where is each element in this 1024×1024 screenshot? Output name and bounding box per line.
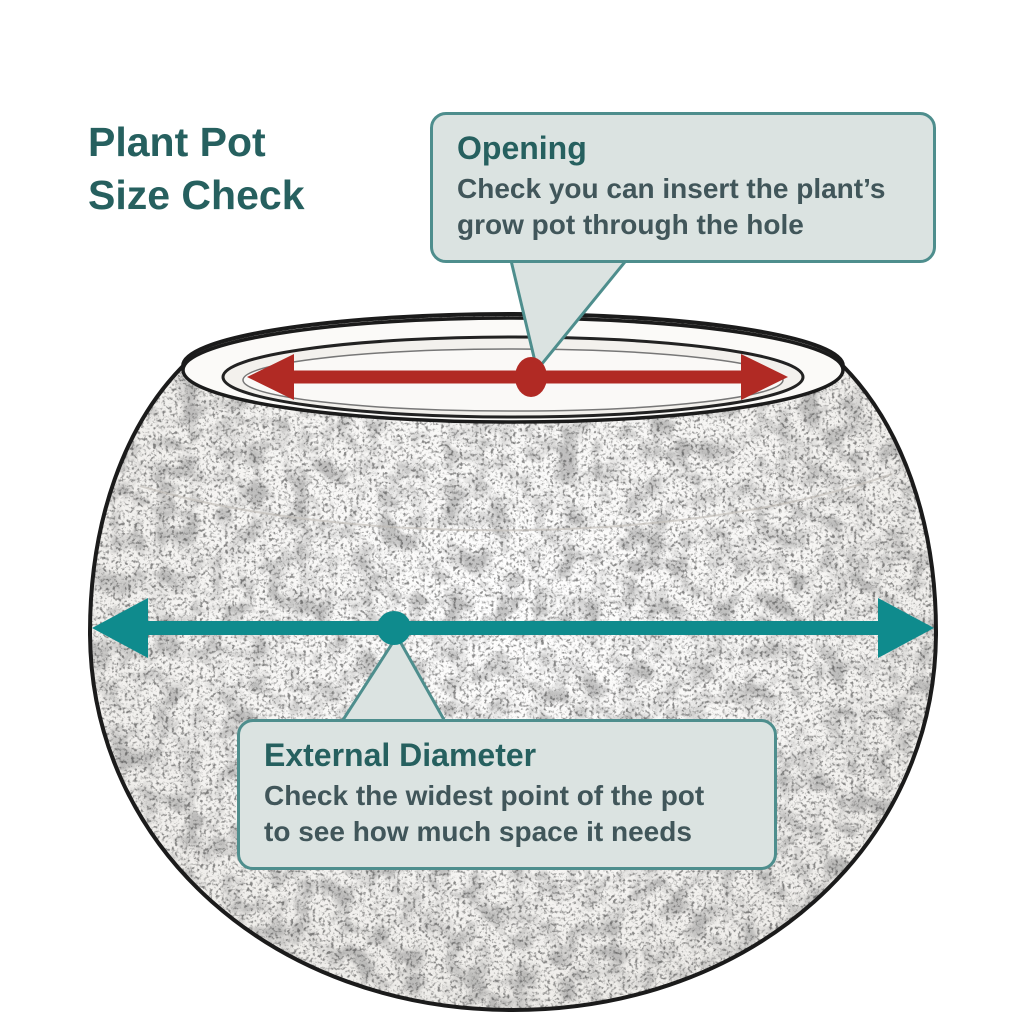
external-callout-heading: External Diameter <box>264 737 537 773</box>
opening-arrow-left-head <box>247 354 294 400</box>
pot-texture <box>90 314 936 1010</box>
opening-arrow-right-head <box>741 354 788 400</box>
pot-body-outline <box>87 312 939 1013</box>
opening-center-dot <box>515 357 547 397</box>
external-diameter-arrow <box>92 598 934 658</box>
opening-callout-body: Check you can insert the plant’s grow po… <box>457 173 886 240</box>
opening-callout-heading: Opening <box>457 130 587 166</box>
external-arrow-right-head <box>878 598 934 658</box>
page-title: Plant Pot Size Check <box>88 119 305 219</box>
opening-callout: Opening Check you can insert the plant’s… <box>430 112 936 263</box>
external-diameter-callout: External Diameter Check the widest point… <box>237 719 777 870</box>
external-arrow-left-head <box>92 598 148 658</box>
pot-contour-line <box>139 473 893 532</box>
external-center-dot <box>377 611 411 645</box>
external-callout-body: Check the widest point of the pot to see… <box>264 780 705 847</box>
